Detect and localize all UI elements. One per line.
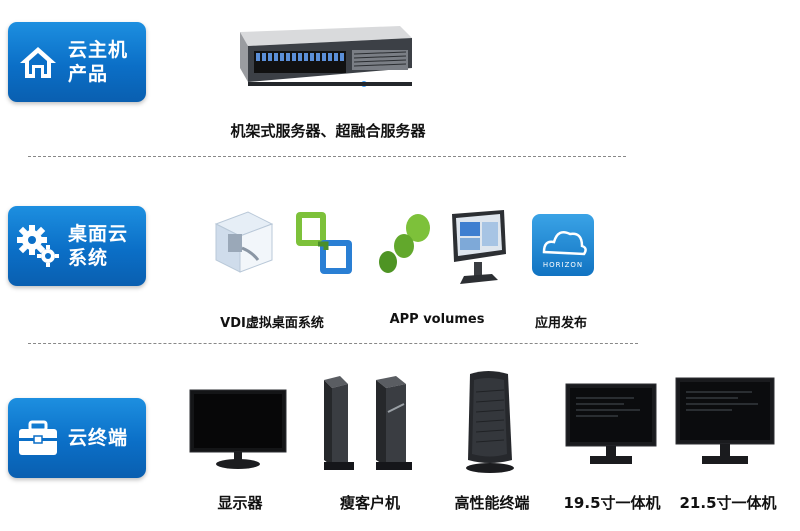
display-caption: 显示器: [217, 494, 263, 512]
aio-19-5-caption: 19.5寸一体机: [563, 494, 661, 512]
high-performance-terminal-caption: 高性能终端: [454, 494, 530, 512]
horizon-logo-text: HORIZON: [542, 261, 584, 269]
badge-cloud-terminal: 云终端: [8, 398, 146, 478]
briefcase-icon: [8, 398, 68, 478]
aio-21-5-caption: 21.5寸一体机: [679, 494, 777, 512]
vdi-caption: VDI虚拟桌面系统: [220, 316, 324, 331]
server-caption: 机架式服务器、超融合服务器: [230, 122, 426, 140]
badge-desktop-cloud: 桌面云系统: [8, 206, 146, 286]
section-divider: [28, 343, 638, 344]
high-performance-terminal-icon: [462, 368, 520, 480]
gears-icon: [8, 206, 68, 286]
app-publish-caption: 应用发布: [534, 316, 588, 331]
thin-client-icon: [318, 372, 428, 480]
aio-21-5-icon: [674, 376, 776, 476]
rack-server-icon: [228, 24, 414, 104]
thin-client-caption: 瘦客户机: [339, 494, 401, 512]
section-divider: [28, 156, 626, 157]
app-volumes-icon: [374, 212, 434, 282]
badge-label: 桌面云系统: [68, 223, 129, 269]
app-volumes-caption: APP volumes: [389, 312, 485, 327]
aio-19-5-icon: [564, 382, 658, 476]
badge-label: 云主机产品: [68, 39, 129, 85]
badge-label: 云终端: [68, 427, 129, 449]
badge-cloud-host: 云主机产品: [8, 22, 146, 102]
monitor-app-icon: [448, 208, 510, 292]
horizon-icon: HORIZON: [532, 214, 594, 276]
vmware-view-icon: [292, 208, 358, 282]
house-icon: [8, 22, 68, 102]
vdi-cube-icon: [208, 208, 278, 282]
display-icon: [188, 388, 288, 476]
